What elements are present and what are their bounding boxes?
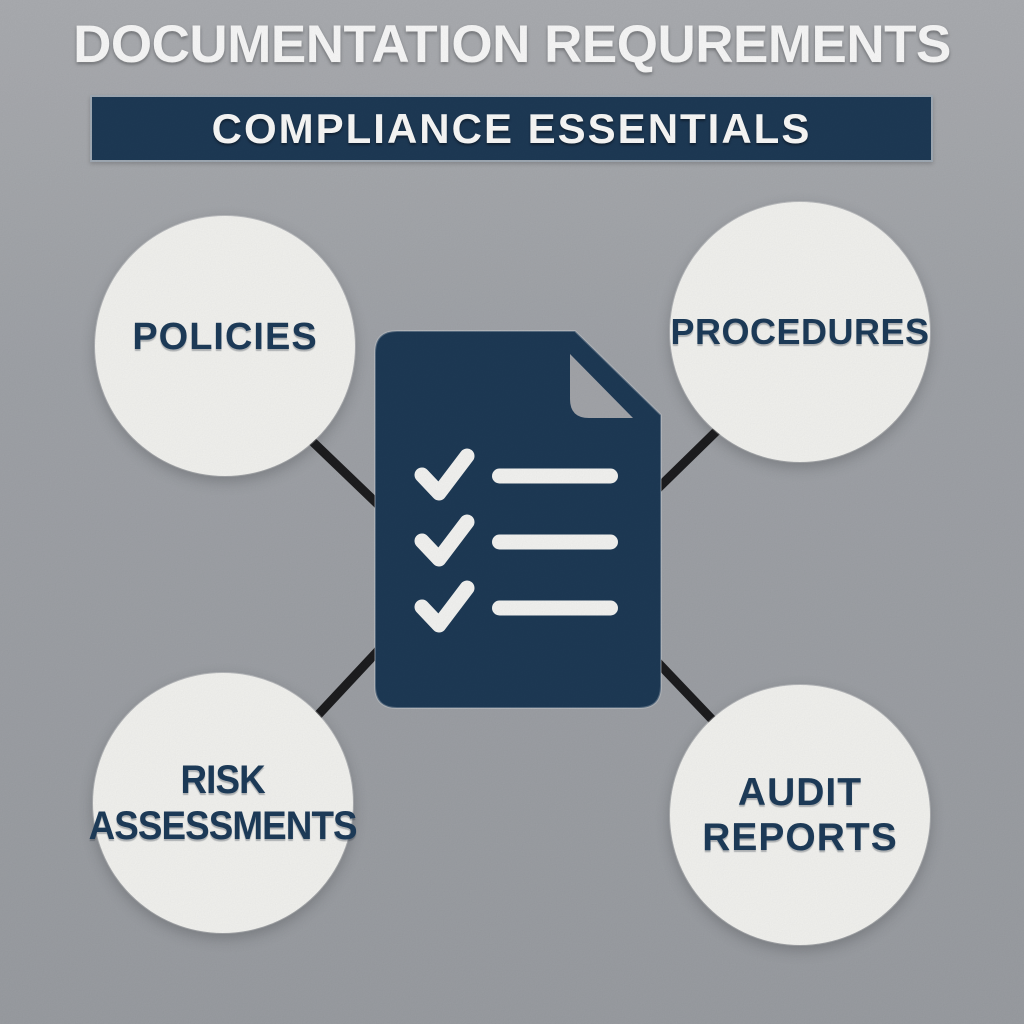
node-audit-reports-line-2: REPORTS: [702, 816, 898, 859]
node-risk-assessments-line-1: RISK: [180, 757, 266, 802]
node-audit-reports: AUDIT REPORTS: [670, 685, 930, 945]
node-risk-assessments: RISK ASSESSMENTS: [89, 673, 358, 933]
node-audit-reports-label: AUDIT REPORTS: [702, 770, 898, 860]
text-line: [492, 468, 618, 484]
node-policies: POLICIES: [95, 216, 355, 476]
node-policies-line-1: POLICIES: [132, 315, 318, 358]
node-policies-label: POLICIES: [132, 315, 317, 377]
node-procedures-line-1: PROCEDURES: [670, 311, 930, 353]
node-procedures: PROCEDURES: [670, 202, 930, 462]
checklist-document-icon: [374, 330, 662, 709]
text-line: [492, 600, 618, 616]
node-procedures-label: PROCEDURES: [670, 311, 929, 353]
node-risk-assessments-label: RISK ASSESSMENTS: [89, 757, 358, 850]
node-audit-reports-line-1: AUDIT: [737, 770, 863, 814]
document-shape: [374, 330, 662, 709]
text-line: [492, 534, 618, 550]
node-risk-assessments-line-2: ASSESSMENTS: [89, 804, 358, 848]
